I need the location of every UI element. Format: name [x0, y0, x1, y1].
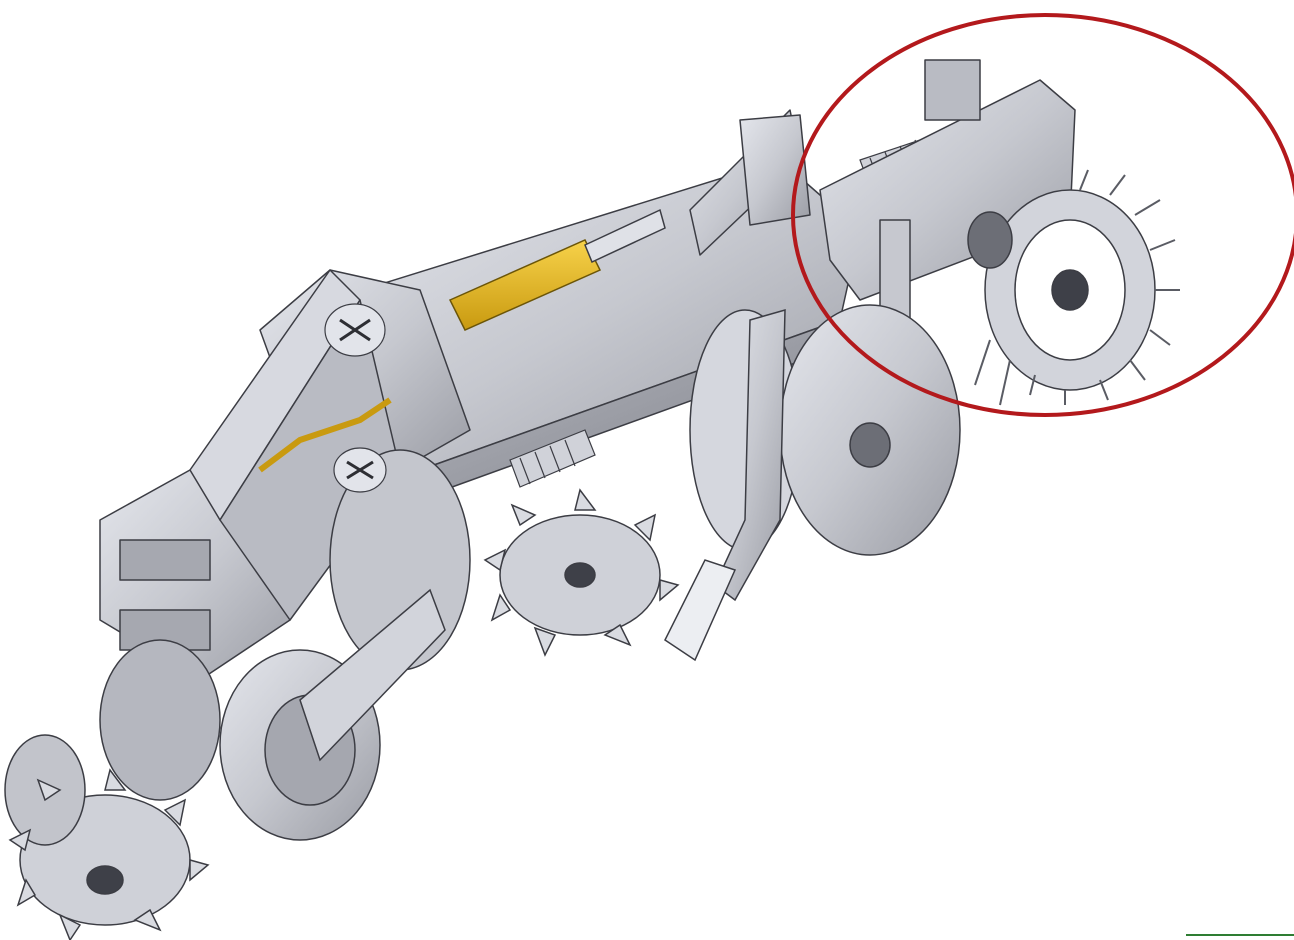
- opener-disc: [689, 304, 961, 556]
- row-cleaner-wheel-front: [4, 734, 210, 940]
- parallel-linkage: [99, 269, 471, 681]
- hydraulic-cylinder: [258, 208, 666, 473]
- footer-accent-rule: [1186, 934, 1294, 936]
- gauge-wheels: [99, 449, 471, 841]
- row-cleaner-wheel-middle: [483, 488, 680, 657]
- coil-spring-front: [509, 429, 596, 488]
- brand-logo-plate: [324, 303, 387, 493]
- coulter-shank: [664, 308, 786, 662]
- highlight-ellipse: [791, 13, 1294, 417]
- spiked-closing-wheel: [967, 169, 1180, 406]
